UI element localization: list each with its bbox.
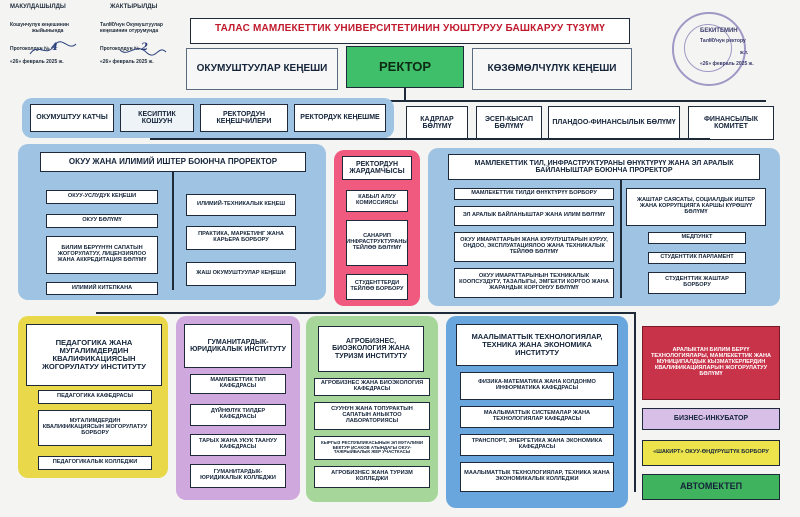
approval-col1: МАКУЛДАШЫЛДЫ Кошунчулук кеңешинин жыйыны… xyxy=(10,4,98,66)
academic-item-2: ОКУУ БӨЛҮМҮ xyxy=(46,214,158,228)
seal-stamp xyxy=(672,12,746,86)
hum-item-1: МАМЛЕКЕТТИК ТИЛ КАФЕДРАСЫ xyxy=(190,374,286,394)
inst-ped-title: ПЕДАГОГИКА ЖАНА МУГАЛИМДЕРДИН КВАЛИФИКАЦ… xyxy=(26,324,162,386)
state-item-3: ОКУУ ИМАРАТТАРЫН ЖАНА КУРУЛУШТАРЫН КУРУУ… xyxy=(454,232,614,262)
approval-col1-line2: жыйынында xyxy=(32,27,64,34)
assistant-item-1: КАБЫЛ АЛУУ КОМИССИЯСЫ xyxy=(346,190,408,212)
supervisory-council-label: КӨЗӨМӨЛЧҮЛҮК КЕҢЕШИ xyxy=(487,62,617,74)
inst-it-title: МААЛЫМАТТЫК ТЕХНОЛОГИЯЛАР, ТЕХНИКА ЖАНА … xyxy=(456,324,618,366)
it-item-1: ФИЗИКА-МАТЕМАТИКА ЖАНА КОЛДОНМО ИНФОРМАТ… xyxy=(460,372,614,400)
supervisory-council-box: КӨЗӨМӨЛЧҮЛҮК КЕҢЕШИ xyxy=(472,48,632,90)
connector xyxy=(172,172,174,290)
connector xyxy=(36,100,766,102)
secretary-label: ОКУМУШТУУ КАТЧЫ xyxy=(36,114,108,122)
planning-label: ПЛАНДОО-ФИНАНСЫЛЫК БӨЛҮМҮ xyxy=(552,119,676,127)
academic-item-3: БИЛИМ БЕРҮҮНҮН САПАТЫН ЖОГОРУЛАТУУ, ЛИЦЕ… xyxy=(46,236,158,274)
secretary-box: ОКУМУШТУУ КАТЧЫ xyxy=(30,104,114,132)
connector xyxy=(150,138,710,140)
approval-right-line2: ж.т. xyxy=(740,49,749,56)
assistant-item-3: СТУДЕНТТЕРДИ ТЕЙЛӨӨ БОРБОРУ xyxy=(346,274,408,300)
state-item-6: МЕДПУНКТ xyxy=(648,232,746,244)
ped-item-3: ПЕДАГОГИКАЛЫК КОЛЛЕДЖИ xyxy=(38,456,152,470)
approval-right-line1: ТалМУнун ректору xyxy=(700,37,746,44)
union-box: КЕСИПТИК КОШУУН xyxy=(120,104,194,132)
agro-item-3: КЫРГЫЗ РЕСПУБЛИКАСЫНЫН ЭЛ МУГАЛИМИ БЕКТУ… xyxy=(314,436,430,460)
connector xyxy=(634,312,636,492)
ped-item-1: ПЕДАГОГИКА КАФЕДРАСЫ xyxy=(38,390,152,404)
autoschool-box: АВТОМЕКТЕП xyxy=(642,474,780,500)
state-item-1: МАМЛЕКЕТТИК ТИЛДИ ӨНҮКТҮРҮҮ БОРБОРУ xyxy=(454,188,614,200)
hr-label: КАДРЛАР БӨЛҮМҮ xyxy=(420,115,454,130)
approval-col2-date: «26» февраль 2025 ж. xyxy=(100,58,154,65)
assistant-item-2: САНАРИП ИНФРАСТРУКТУРАНЫ ТЕЙЛӨӨ БӨЛҮМҮ xyxy=(346,220,408,266)
hr-box: КАДРЛАР БӨЛҮМҮ xyxy=(406,106,468,140)
prorector-academic-title: ОКУУ ЖАНА ИЛИМИЙ ИШТЕР БОЮНЧА ПРОРЕКТОР xyxy=(40,152,306,172)
approval-col2-line2: кеңешинин отурумунда xyxy=(100,27,159,34)
union-label: КЕСИПТИК КОШУУН xyxy=(138,110,176,125)
academic-council-label: ОКУМУШТУУЛАР КЕҢЕШИ xyxy=(196,62,328,74)
academic-item-4: ИЛИМИЙ КИТЕПКАНА xyxy=(46,282,158,295)
hum-item-2: ДҮЙНӨЛҮК ТИЛДЕР КАФЕДРАСЫ xyxy=(190,404,286,426)
rector-label: РЕКТОР xyxy=(379,59,431,75)
chart-title-frame xyxy=(190,18,630,44)
state-item-7: СТУДЕНТТИК ПАРЛАМЕНТ xyxy=(648,252,746,264)
business-incubator-box: БИЗНЕС-ИНКУБАТОР xyxy=(642,408,780,430)
approval-col2: ЖАКТЫРЫЛДЫ ТалМУнун Окумуштуулар кеңешин… xyxy=(100,4,192,66)
it-item-3: ТРАНСПОРТ, ЭНЕРГЕТИКА ЖАНА ЭКОНОМИКА КАФ… xyxy=(460,434,614,456)
rector-box: РЕКТОР xyxy=(346,46,464,88)
approval-col2-line1: ТалМУнун Окумуштуулар xyxy=(100,21,163,28)
approval-col2-protocol-no: 2 xyxy=(140,42,148,54)
inst-hum-title: ГУМАНИТАРДЫК-ЮРИДИКАЛЫК ИНСТИТУТУ xyxy=(184,324,292,368)
approval-col1-protocol: Протоколдун № xyxy=(10,46,50,53)
approval-right: БЕКИТЕМИН ТалМУнун ректору ж.т. «26» фев… xyxy=(700,28,792,68)
prorector-state-title: МАМЛЕКЕТТИК ТИЛ, ИНФРАСТРУКТУРАНЫ ӨНҮКТҮ… xyxy=(448,154,760,180)
agro-item-4: АГРОБИЗНЕС ЖАНА ТУРИЗМ КОЛЛЕДЖИ xyxy=(314,466,430,488)
approval-col1-date: «26» февраль 2025 ж. xyxy=(10,58,64,65)
finance-committee-label: ФИНАНСЫЛЫК КОМИТЕТ xyxy=(703,115,759,130)
connector xyxy=(96,312,636,314)
agro-item-1: АГРОБИЗНЕС ЖАНА БИОЭКОЛОГИЯ КАФЕДРАСЫ xyxy=(314,378,430,396)
academic-council-box: ОКУМУШТУУЛАР КЕҢЕШИ xyxy=(186,48,338,90)
seal-stamp-inner xyxy=(684,24,732,72)
approval-col2-protocol: Протоколдун № xyxy=(100,46,140,53)
academic-item-1: ОКУУ-УСЛУДУК КЕҢЕШИ xyxy=(46,190,158,204)
finance-committee-box: ФИНАНСЫЛЫК КОМИТЕТ xyxy=(688,106,774,140)
rectorate-label: РЕКТОРДУК КЕҢЕШМЕ xyxy=(300,114,380,122)
it-item-2: МААЛЫМАТТЫК СИСТЕМАЛАР ЖАНА ТЕХНОЛОГИЯЛА… xyxy=(460,406,614,428)
connector xyxy=(620,180,622,298)
approval-right-title: БЕКИТЕМИН xyxy=(700,28,738,34)
hum-item-4: ГУМАНИТАРДЫК-ЮРИДИКАЛЫК КОЛЛЕДЖИ xyxy=(190,464,286,488)
academic-item-5: ИЛИМИЙ-ТЕХНИКАЛЫК КЕҢЕШ xyxy=(186,194,296,216)
approval-col1-title: МАКУЛДАШЫЛДЫ xyxy=(10,4,66,10)
ped-item-2: МУГАЛИМДЕРДИН КВАЛИФИКАЦИЯСЫН ЖОГОРУЛАТУ… xyxy=(38,410,152,446)
approval-right-date: «26» февраль 2025 ж. xyxy=(700,61,754,68)
connector xyxy=(404,88,406,100)
it-item-4: МААЛЫМАТТЫК ТЕХНОЛОГИЯЛАР, ТЕХНИКА ЖАНА … xyxy=(460,462,614,492)
rectorate-box: РЕКТОРДУК КЕҢЕШМЕ xyxy=(294,104,386,132)
accounting-box: ЭСЕП-КЫСАП БӨЛҮМҮ xyxy=(476,106,542,140)
chart-title: ТАЛАС МАМЛЕКЕТТИК УНИВЕРСИТЕТИНИН УЮШТУР… xyxy=(214,23,606,34)
distance-learning-box: АРАЛЫКТАН БИЛИМ БЕРҮҮ ТЕХНОЛОГИЯЛАРЫ, МА… xyxy=(642,326,780,400)
state-item-4: ОКУУ ИМАРАТТАРЫНЫН ТЕХНИКАЛЫК КООПСУЗДУГ… xyxy=(454,268,614,298)
planning-box: ПЛАНДОО-ФИНАНСЫЛЫК БӨЛҮМҮ xyxy=(548,106,680,140)
approval-col1-protocol-no: 4 xyxy=(50,42,58,54)
hum-item-3: ТАРЫХ ЖАНА УКУК ТААНУУ КАФЕДРАСЫ xyxy=(190,434,286,456)
approval-col1-line1: Кошунчулук кеңешинин xyxy=(10,21,69,28)
state-item-2: ЭЛ АРАЛЫК БАЙЛАНЫШТАР ЖАНА ИЛИМ БӨЛҮМҮ xyxy=(454,206,614,226)
accounting-label: ЭСЕП-КЫСАП БӨЛҮМҮ xyxy=(484,115,534,130)
academic-item-6: ПРАКТИКА, МАРКЕТИНГ ЖАНА КАРЬЕРА БОРБОРУ xyxy=(186,226,296,250)
signature-mark-2 xyxy=(119,48,167,56)
shakirt-center-box: «ШАКИРТ» ОКУУ-ӨНДҮРҮШТҮК БОРБОРУ xyxy=(642,440,780,466)
approval-col2-title: ЖАКТЫРЫЛДЫ xyxy=(110,4,158,10)
inst-agro-title: АГРОБИЗНЕС, БИОЭКОЛОГИЯ ЖАНА ТУРИЗМ ИНСТ… xyxy=(318,326,424,372)
advisers-label: РЕКТОРДУН КЕҢЕШЧИЛЕРИ xyxy=(216,110,272,125)
agro-item-2: СУУНУН ЖАНА ТОПУРАКТЫН САПАТЫН АНЫКТОО Л… xyxy=(314,402,430,430)
state-item-5: ЖАШТАР САЯСАТЫ, СОЦИАЛДЫК ИШТЕР ЖАНА КОР… xyxy=(626,188,766,226)
advisers-box: РЕКТОРДУН КЕҢЕШЧИЛЕРИ xyxy=(200,104,288,132)
academic-item-7: ЖАШ ОКУМУШТУУЛАР КЕҢЕШИ xyxy=(186,262,296,286)
rector-assistant-title: РЕКТОРДУН ЖАРДАМЧЫСЫ xyxy=(342,156,412,180)
state-item-8: СТУДЕНТТИК ЖАШТАР БОРБОРУ xyxy=(648,272,746,294)
signature-mark-1 xyxy=(29,41,77,55)
